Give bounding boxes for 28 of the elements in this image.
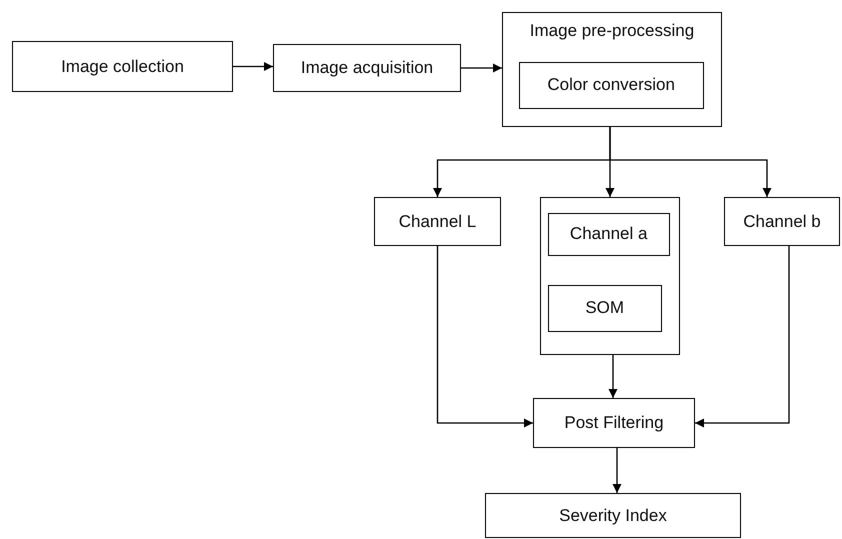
process-box bbox=[273, 44, 461, 92]
process-box bbox=[724, 197, 840, 246]
box-label: Post Filtering bbox=[564, 413, 664, 433]
process-box bbox=[374, 197, 501, 246]
arrow bbox=[609, 127, 772, 197]
process-box bbox=[548, 284, 662, 332]
process-box bbox=[548, 212, 670, 256]
process-box bbox=[518, 62, 704, 109]
arrow bbox=[436, 246, 533, 428]
process-box bbox=[502, 12, 722, 127]
box-label: Channel L bbox=[398, 212, 476, 232]
arrow bbox=[608, 355, 618, 398]
arrow bbox=[233, 62, 273, 71]
process-box bbox=[533, 398, 695, 448]
box-label: Channel b bbox=[743, 212, 821, 232]
arrow bbox=[695, 246, 790, 428]
arrow bbox=[461, 64, 502, 72]
group-box bbox=[540, 197, 680, 355]
box-label: Color conversion bbox=[547, 75, 675, 96]
process-box bbox=[12, 41, 233, 92]
box-label: Image collection bbox=[61, 56, 184, 76]
box-label: Severity Index bbox=[559, 506, 667, 526]
box-label: SOM bbox=[585, 298, 624, 318]
process-box bbox=[485, 493, 741, 538]
box-label: Image pre-processing bbox=[530, 21, 694, 41]
box-label: Channel a bbox=[570, 224, 648, 244]
box-label: Image acquisition bbox=[300, 58, 434, 78]
arrow bbox=[612, 448, 622, 493]
